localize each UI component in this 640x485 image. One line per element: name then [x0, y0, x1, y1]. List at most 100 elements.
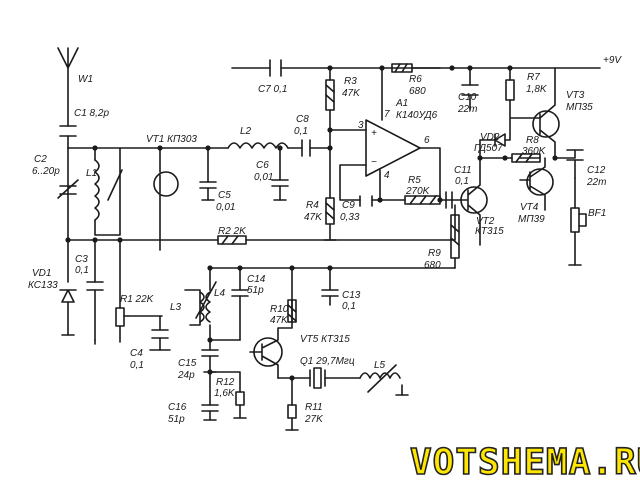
- label-c8: C8: [296, 114, 309, 125]
- vd1-zener: [59, 289, 77, 303]
- label-r3: R3: [344, 76, 357, 87]
- label-l4: L4: [214, 288, 226, 299]
- label-c9: C9: [342, 200, 355, 211]
- c5-c6-capacitors: [199, 179, 289, 189]
- label-pin7: 7: [384, 109, 390, 120]
- label-r9: R9: [428, 248, 441, 259]
- label-vt4-value: МП39: [518, 214, 545, 225]
- a1-opamp: + −: [365, 119, 421, 177]
- labels: +9V W1 C1 8,2p C2 6..20p L1 VT1 КП303 L2…: [28, 55, 622, 425]
- label-r10: R10: [270, 304, 289, 315]
- label-c2: C2: [34, 154, 47, 165]
- label-a1: A1: [395, 98, 408, 109]
- label-r6: R6: [409, 74, 422, 85]
- bf1-earphone: [570, 207, 587, 233]
- label-r7: R7: [527, 72, 540, 83]
- l3-l4-transformer: [195, 281, 217, 323]
- label-c15: C15: [178, 358, 197, 369]
- c10-electrolytic: [461, 84, 479, 96]
- c15-capacitor: [201, 349, 219, 357]
- r5-resistor: [404, 195, 441, 205]
- label-c13-value: 0,1: [342, 301, 356, 312]
- r12-resistor: [235, 391, 245, 406]
- label-c3-value: 0,1: [75, 265, 89, 276]
- vd2-diode: [494, 133, 506, 147]
- junction-dots: [65, 65, 558, 381]
- vt1-fet: [153, 171, 179, 197]
- vt3-transistor: [532, 110, 560, 138]
- label-c2-value: 6..20p: [32, 166, 60, 177]
- label-r11: R11: [305, 402, 323, 413]
- label-c16: C16: [168, 402, 187, 413]
- label-c5: C5: [218, 190, 231, 201]
- label-vd2-value: ГД507: [474, 143, 503, 154]
- watermark: VOTSHEMA.RU: [410, 442, 640, 483]
- label-r11-value: 27K: [304, 414, 324, 425]
- l5-coil: [359, 364, 401, 393]
- c8-capacitor: [301, 139, 311, 157]
- label-vt1: VT1 КП303: [146, 134, 197, 145]
- vt4-transistor: [526, 168, 554, 196]
- label-vt4: VT4: [520, 202, 539, 213]
- label-vt3-value: МП35: [566, 102, 593, 113]
- c2-trimmer: [57, 179, 79, 199]
- c7-capacitor: [269, 59, 282, 77]
- r8-resistor: [511, 153, 541, 163]
- label-c5-value: 0,01: [216, 202, 235, 213]
- l1-coil: [94, 159, 123, 221]
- label-r8-value: 360K: [522, 146, 547, 157]
- r6-resistor: [391, 63, 413, 73]
- label-c12-value: 22m: [586, 177, 606, 188]
- label-c11-value: 0,1: [455, 176, 469, 187]
- label-c3: C3: [75, 254, 88, 265]
- svg-text:−: −: [371, 157, 377, 168]
- label-a1-value: К140УД6: [396, 110, 438, 121]
- label-c4-value: 0,1: [130, 360, 144, 371]
- label-r4-value: 47K: [304, 212, 323, 223]
- label-r1: R1 22K: [120, 294, 155, 305]
- r3-resistor: [325, 79, 335, 111]
- label-c10: C10: [458, 92, 477, 103]
- label-l2: L2: [240, 126, 252, 137]
- label-vd1-value: КС133: [28, 280, 58, 291]
- label-l1: L1: [86, 168, 97, 179]
- label-vt2: VT2: [476, 216, 495, 227]
- label-w1: W1: [78, 74, 93, 85]
- c4-capacitor: [151, 329, 169, 339]
- antenna-w1: [57, 47, 79, 69]
- label-c7: C7 0,1: [258, 84, 287, 95]
- label-c13: C13: [342, 290, 361, 301]
- label-c12: C12: [587, 165, 606, 176]
- label-r6-value: 680: [409, 86, 426, 97]
- r4-resistor: [325, 197, 335, 225]
- label-r3-value: 47K: [342, 88, 361, 99]
- r11-resistor: [287, 404, 297, 419]
- label-r9-value: 680: [424, 260, 441, 271]
- label-vt5: VT5 КТ315: [300, 334, 350, 345]
- label-l5: L5: [374, 360, 386, 371]
- c3-capacitor: [86, 281, 104, 291]
- label-pin3: 3: [358, 120, 364, 131]
- label-c10-value: 22m: [457, 104, 477, 115]
- c13-capacitor: [321, 289, 339, 297]
- label-c14-value: 51p: [247, 285, 264, 296]
- label-r2: R2 2K: [218, 226, 247, 237]
- label-pin4: 4: [384, 170, 390, 181]
- c1-capacitor: [59, 125, 77, 137]
- label-r12: R12: [216, 377, 235, 388]
- supply-label: +9V: [603, 55, 622, 66]
- label-bf1: BF1: [588, 208, 606, 219]
- r10-resistor: [287, 299, 297, 323]
- l2-coil: [227, 142, 289, 149]
- label-c16-value: 51p: [168, 414, 185, 425]
- c16-capacitor: [201, 404, 219, 412]
- label-pin6: 6: [424, 135, 430, 146]
- c14-capacitor: [231, 289, 249, 297]
- label-r4: R4: [306, 200, 319, 211]
- label-c1: C1 8,2p: [74, 108, 109, 119]
- label-r5-value: 270K: [405, 186, 431, 197]
- label-c11: C11: [454, 165, 472, 176]
- vt5-transistor: [253, 337, 283, 367]
- label-r8: R8: [526, 135, 539, 146]
